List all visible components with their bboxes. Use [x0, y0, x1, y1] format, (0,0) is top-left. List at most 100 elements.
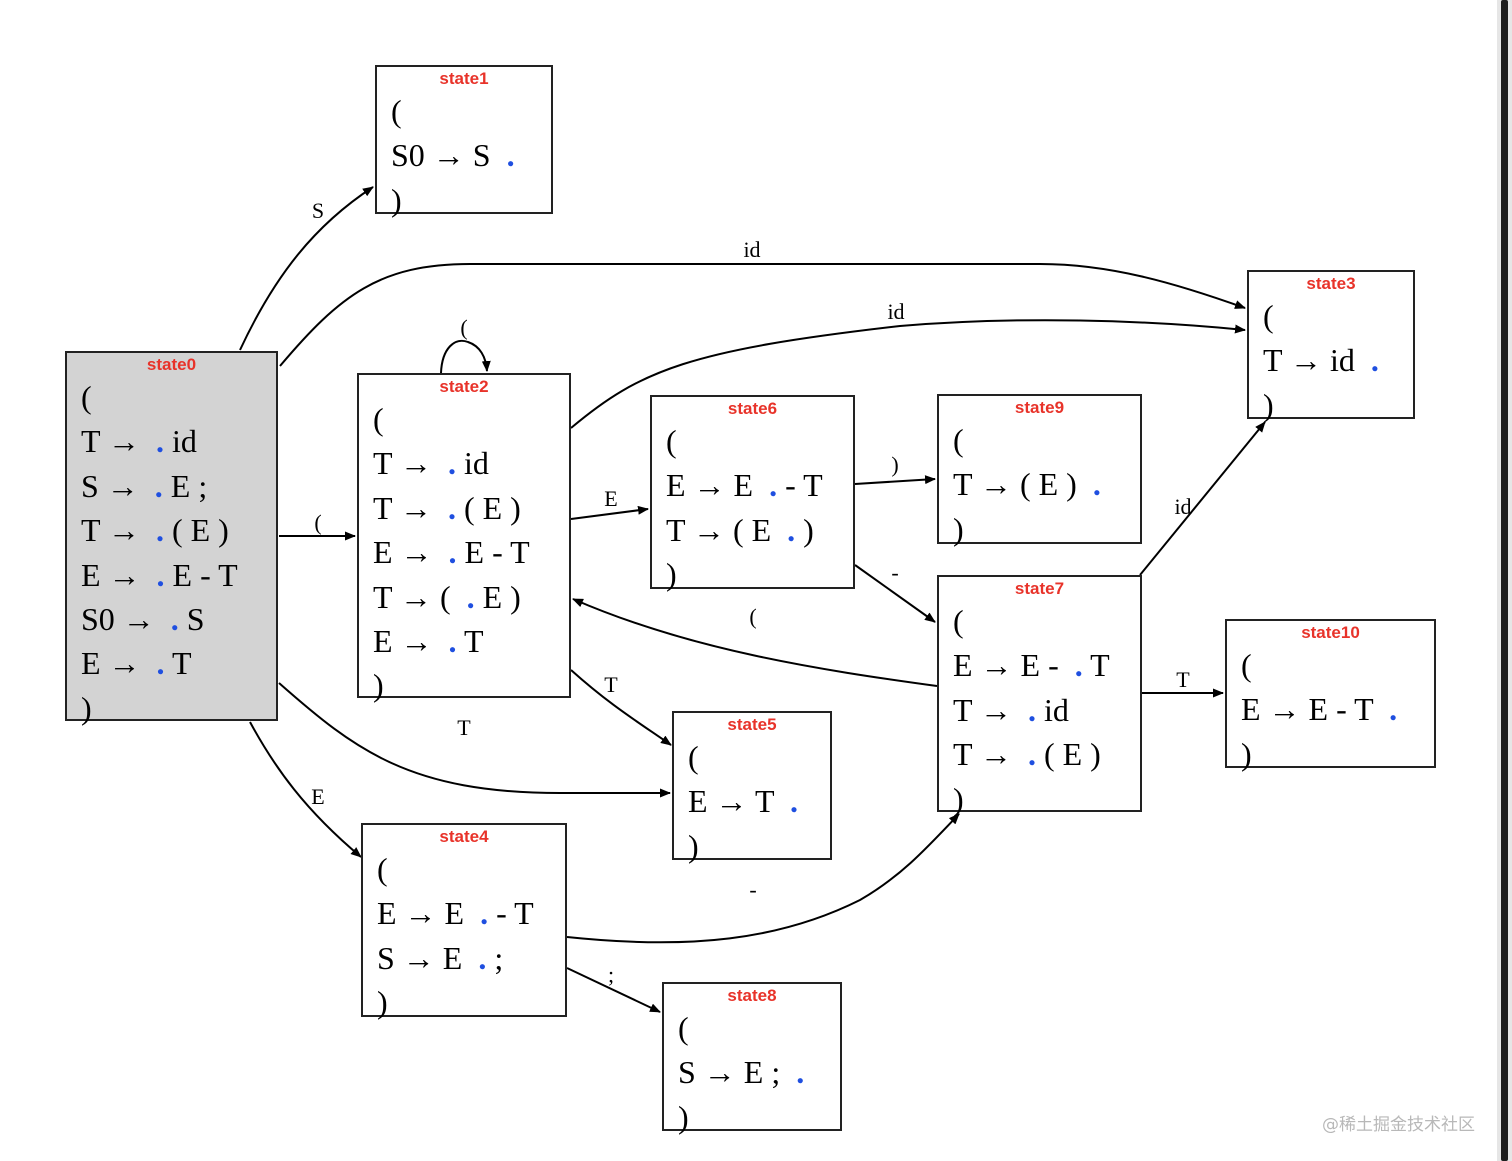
item-text: S →	[81, 467, 155, 504]
scrollbar-thumb[interactable]	[1501, 0, 1508, 1161]
item-text: S0 → S	[391, 137, 507, 174]
state-node-state3: state3(T → id .)	[1247, 270, 1415, 423]
item-text: E → E	[377, 895, 481, 932]
lr-item: S0 → . S	[81, 597, 272, 641]
edge-label-s2-s2: (	[460, 315, 467, 340]
item-text: E → E	[666, 467, 770, 504]
close-paren: )	[81, 689, 92, 726]
lr-item: E → . T	[373, 619, 565, 663]
edge-s2-s6	[570, 505, 649, 520]
lr-item: T → ( . E )	[373, 575, 565, 619]
window-scrollbar[interactable]	[1497, 0, 1512, 1161]
item-text: ( E )	[1035, 736, 1101, 773]
item-dot: .	[155, 512, 164, 549]
edge-label-s4-s7: -	[749, 877, 756, 902]
item-text: ( E )	[455, 489, 521, 526]
item-dot: .	[1027, 736, 1036, 773]
open-paren: (	[953, 422, 964, 458]
state-title: state1	[439, 69, 489, 88]
open-paren: (	[373, 401, 384, 437]
item-text: )	[795, 511, 814, 548]
item-dot: .	[1092, 466, 1101, 503]
lr-item: E → E - T .	[1241, 687, 1430, 731]
lr-item: E → E - . T	[953, 643, 1136, 687]
item-dot: .	[466, 578, 475, 615]
edge-s2-s3	[570, 319, 1246, 429]
item-set: (E → T .)	[688, 735, 826, 868]
item-text: ;	[486, 939, 504, 976]
close-paren: )	[373, 667, 384, 704]
item-dot: .	[789, 783, 798, 820]
item-text: T → ( E	[666, 511, 788, 548]
edge-label-s7-s10: T	[1176, 667, 1190, 692]
edge-s6-s9	[854, 475, 936, 485]
lr-item: T → ( E ) .	[953, 462, 1136, 506]
lr-item: E → E . - T	[377, 891, 561, 935]
edge-label-s6-s9: )	[891, 452, 898, 477]
state-title: state4	[439, 827, 489, 846]
state-title: state10	[1301, 623, 1360, 642]
item-set: (T → id .)	[1263, 294, 1409, 427]
state-title: state7	[1014, 579, 1065, 598]
lr-item: T → . ( E )	[373, 486, 565, 530]
item-text: T →	[81, 423, 156, 460]
lr-item: T → id .	[1263, 338, 1409, 382]
state-title: state9	[1014, 398, 1065, 417]
lr-item: T → . id	[373, 441, 565, 485]
state-title: state8	[727, 986, 777, 1005]
state-node-state9: state9 ( T → ( E ) .)	[937, 394, 1142, 547]
item-dot: .	[448, 534, 457, 571]
state-title: state6	[727, 399, 778, 418]
item-dot: .	[156, 645, 165, 682]
item-text: id	[1035, 691, 1069, 728]
item-dot: .	[154, 467, 163, 504]
item-text: T →	[373, 489, 448, 526]
item-dot: .	[796, 1054, 805, 1091]
item-dot: .	[447, 445, 456, 482]
item-text: E - T	[456, 534, 530, 571]
item-dot: .	[448, 622, 457, 659]
item-text: id	[455, 445, 489, 482]
lr-item: S0 → S .	[391, 133, 547, 177]
item-text: S	[178, 600, 205, 637]
item-text: T	[164, 645, 192, 682]
item-set: (S0 → S .)	[391, 89, 547, 222]
edge-s0-s1	[239, 186, 374, 351]
item-text: id	[163, 423, 197, 460]
open-paren: (	[377, 851, 388, 887]
edge-s2-s2	[440, 339, 491, 374]
item-text: E →	[373, 622, 449, 659]
edge-label-s0-s1: S	[312, 198, 324, 223]
item-dot: .	[1389, 691, 1398, 728]
close-paren: )	[678, 1098, 689, 1135]
state-node-state5: state5(E → T .)	[672, 711, 832, 864]
edge-label-s0-s2: (	[314, 510, 321, 535]
item-text: E → E - T	[1241, 691, 1390, 728]
close-paren: )	[688, 827, 699, 864]
edge-s7-s2	[572, 598, 938, 687]
item-text: E - T	[164, 556, 238, 593]
lr-item: E → . E - T	[373, 530, 565, 574]
state-title: state3	[1306, 274, 1356, 293]
edge-s0-s5	[278, 682, 671, 798]
edge-label-s2-s5: T	[604, 672, 618, 697]
close-paren: )	[953, 510, 964, 547]
lr-item: E → E . - T	[666, 463, 849, 507]
lr-item: S → E . ;	[377, 936, 561, 980]
lr-item: E → T .	[688, 779, 826, 823]
item-text: T → ( E )	[953, 466, 1093, 503]
edge-s6-s7	[854, 564, 936, 623]
item-dot: .	[506, 137, 515, 174]
close-paren: )	[391, 181, 402, 218]
item-text: T	[456, 622, 484, 659]
edge-label-s0-s3: id	[743, 237, 760, 262]
